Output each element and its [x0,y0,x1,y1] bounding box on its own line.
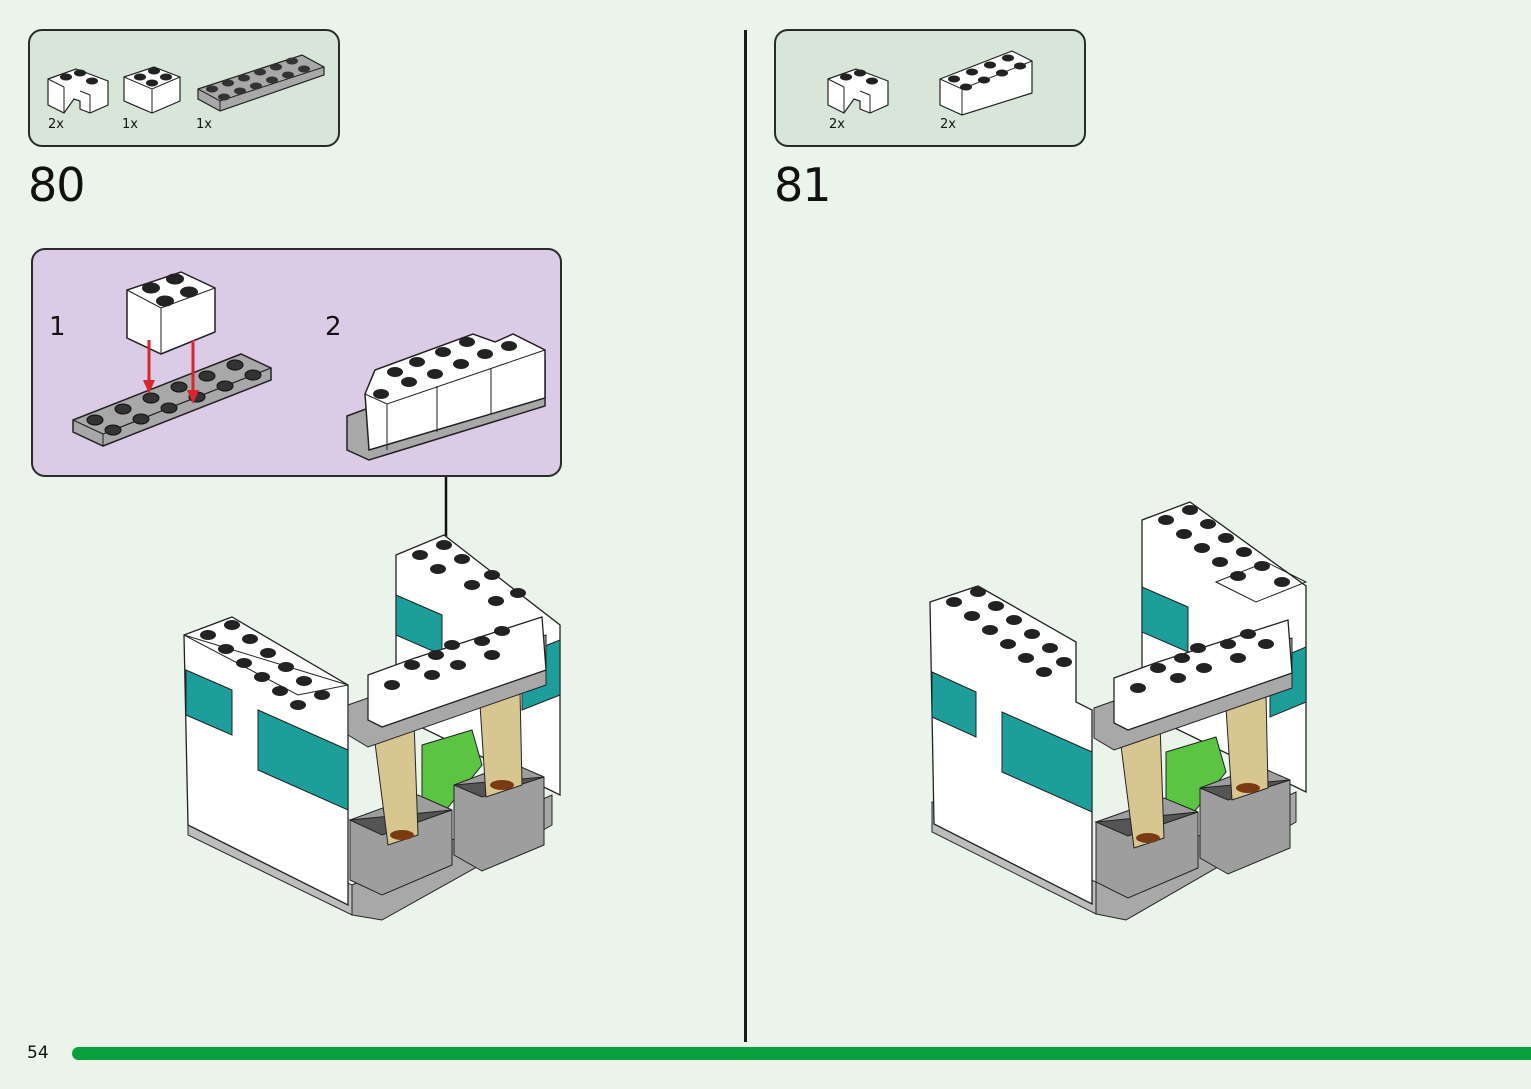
sub-step-number: 2 [325,312,342,342]
gray-2x6-plate-icon [197,54,325,112]
sub-assembly-callout: 1 2 [31,248,562,477]
step-number: 81 [774,158,832,212]
page-number: 54 [27,1043,49,1063]
step-80-model-illustration [183,534,561,921]
white-2x4-brick-icon [939,50,1033,116]
sub-step-number: 1 [49,312,66,342]
parts-list-step-80: 2x 1x 1x [28,29,340,147]
part-qty: 2x [48,117,64,132]
sub-step-2-illustration [346,333,546,461]
white-corner-brick-icon [827,68,889,114]
parts-list-step-81: 2x 2x [774,29,1086,147]
part-qty: 1x [196,117,212,132]
step-number: 80 [28,158,86,212]
white-2x2-brick-icon [123,66,181,114]
sub-step-1-illustration [72,271,272,447]
part-qty: 1x [122,117,138,132]
white-corner-brick-icon [47,68,109,114]
step-81-model-illustration [929,501,1308,921]
page-divider [744,30,747,1042]
page-progress-bar [72,1047,1531,1060]
part-qty: 2x [829,117,845,132]
part-qty: 2x [940,117,956,132]
